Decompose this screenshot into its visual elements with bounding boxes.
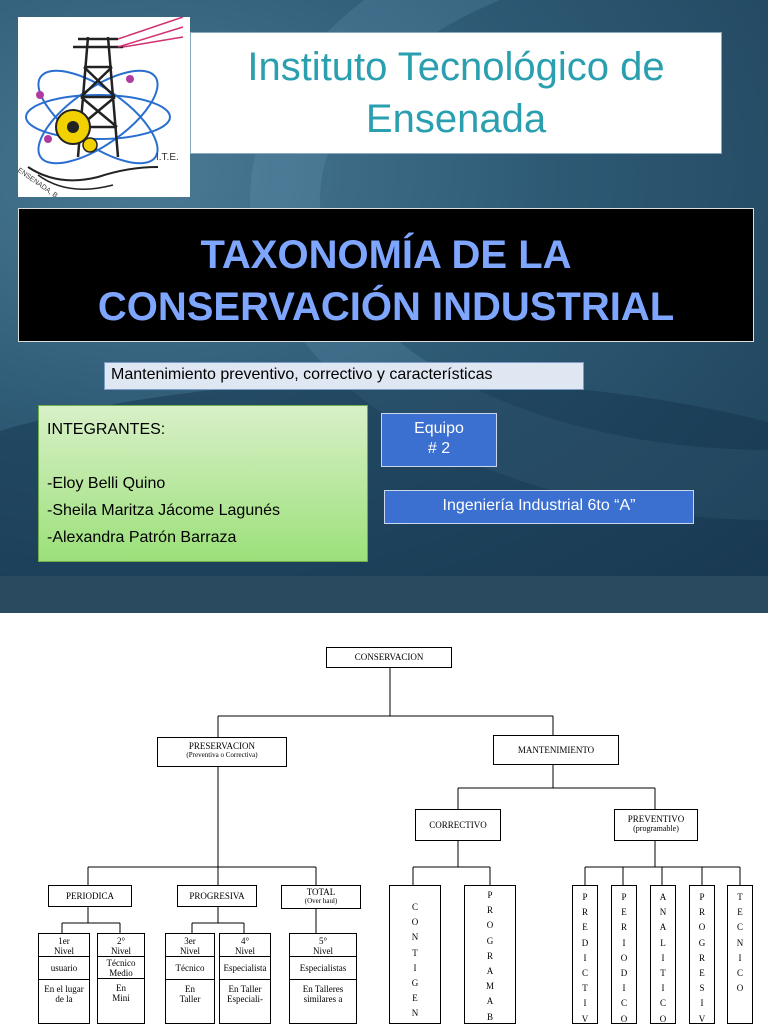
vertical-contingencia-text: C O N T I G E N bbox=[411, 902, 419, 1019]
level-2-place1: En bbox=[98, 978, 144, 993]
vertical-periodico-text: P E R I O D I C O bbox=[620, 892, 628, 1024]
node-preventivo-label: PREVENTIVO bbox=[627, 814, 685, 824]
main-heading-line1: TAXONOMÍA DE LA bbox=[200, 233, 572, 277]
title-box: Instituto Tecnológico de Ensenada bbox=[190, 32, 722, 154]
node-conservacion: CONSERVACION bbox=[326, 647, 452, 668]
level-4-place1: En Taller bbox=[220, 979, 270, 994]
members-title: INTEGRANTES: bbox=[47, 421, 166, 438]
vertical-programable: P R O G R A M A B bbox=[464, 885, 516, 1024]
logo-label: I.T.E. bbox=[156, 152, 179, 163]
main-heading-line2: CONSERVACIÓN INDUSTRIAL bbox=[97, 285, 675, 329]
level-1-place2: de la bbox=[55, 994, 73, 1004]
member-3: -Alexandra Patrón Barraza bbox=[47, 529, 237, 546]
level-5-cell: 5° Nivel Especialistas En Talleres simil… bbox=[289, 933, 357, 1024]
diagram-connectors bbox=[61, 668, 741, 933]
taxonomy-diagram: CONSERVACION PRESERVACION (Preventiva o … bbox=[0, 613, 768, 1024]
level-4-place2: Especiali- bbox=[227, 994, 263, 1004]
level-5-l1: 5° bbox=[318, 936, 328, 946]
level-3-role: Técnico bbox=[166, 956, 214, 979]
node-correctivo-label: CORRECTIVO bbox=[429, 820, 487, 830]
node-preservacion: PRESERVACION (Preventiva o Correctiva) bbox=[157, 737, 287, 767]
level-5-place1: En Talleres bbox=[290, 979, 356, 994]
level-4-role: Especialista bbox=[220, 956, 270, 979]
level-1-place1: En el lugar bbox=[39, 979, 89, 994]
main-heading: TAXONOMÍA DE LA CONSERVACIÓN INDUSTRIAL bbox=[19, 229, 753, 333]
node-total-sub: (Over haul) bbox=[304, 897, 338, 905]
vertical-predictivo: P R E D I C T I V bbox=[572, 885, 598, 1024]
level-2-role2: Medio bbox=[109, 968, 133, 978]
logo-graphic bbox=[25, 17, 184, 190]
node-total-label: TOTAL bbox=[306, 887, 336, 897]
career-label: Ingeniería Industrial 6to “A” bbox=[442, 497, 636, 514]
institute-title: Instituto Tecnológico de Ensenada bbox=[247, 45, 665, 141]
team-box: Equipo # 2 bbox=[381, 413, 497, 467]
node-total: TOTAL (Over haul) bbox=[281, 885, 361, 909]
node-progresiva: PROGRESIVA bbox=[177, 885, 257, 907]
vertical-predictivo-text: P R E D I C T I V bbox=[581, 892, 589, 1024]
vertical-progresivo-text: P R O G R E S I V bbox=[698, 892, 706, 1024]
level-1-l2: Nivel bbox=[54, 946, 74, 956]
node-preventivo: PREVENTIVO (programable) bbox=[614, 809, 698, 841]
node-mantenimiento-label: MANTENIMIENTO bbox=[517, 745, 595, 755]
level-4-cell: 4° Nivel Especialista En Taller Especial… bbox=[219, 933, 271, 1024]
node-preservacion-label: PRESERVACION bbox=[188, 741, 256, 751]
level-1-cell: 1er Nivel usuario En el lugar de la bbox=[38, 933, 90, 1024]
team-label-line1: Equipo bbox=[414, 420, 464, 437]
subtitle-box: Mantenimiento preventivo, correctivo y c… bbox=[104, 362, 584, 390]
node-conservacion-label: CONSERVACION bbox=[354, 652, 424, 662]
node-periodica-label: PERIODICA bbox=[65, 891, 114, 901]
members-box: INTEGRANTES: -Eloy Belli Quino -Sheila M… bbox=[38, 405, 368, 562]
node-mantenimiento: MANTENIMIENTO bbox=[493, 735, 619, 765]
heading-box: TAXONOMÍA DE LA CONSERVACIÓN INDUSTRIAL bbox=[18, 208, 754, 342]
level-2-cell: 2° Nivel Técnico Medio En Mini bbox=[97, 933, 145, 1024]
vertical-contingencia: C O N T I G E N bbox=[389, 885, 441, 1024]
title-slide: I.T.E. ENSENADA, B. C. Instituto Tecnoló… bbox=[0, 0, 768, 576]
level-5-l2: Nivel bbox=[313, 946, 333, 956]
level-5-place2: similares a bbox=[303, 994, 343, 1004]
career-box: Ingeniería Industrial 6to “A” bbox=[384, 490, 694, 524]
level-3-cell: 3er Nivel Técnico En Taller bbox=[165, 933, 215, 1024]
level-2-l1: 2° bbox=[116, 936, 126, 946]
level-3-l1: 3er bbox=[184, 936, 196, 946]
level-3-place2: Taller bbox=[179, 994, 201, 1004]
member-1: -Eloy Belli Quino bbox=[47, 475, 166, 492]
vertical-progresivo: P R O G R E S I V bbox=[689, 885, 715, 1024]
node-preservacion-sub: (Preventiva o Correctiva) bbox=[186, 751, 258, 759]
vertical-analitico: A N A L I T I C O bbox=[650, 885, 676, 1024]
level-2-role1: Técnico bbox=[98, 956, 144, 968]
node-progresiva-label: PROGRESIVA bbox=[189, 891, 245, 901]
node-correctivo: CORRECTIVO bbox=[415, 809, 501, 841]
level-3-place1: En bbox=[166, 979, 214, 994]
vertical-programable-text: P R O G R A M A B bbox=[485, 890, 494, 1022]
vertical-tecnico-text: T E C N I C O bbox=[736, 892, 744, 994]
level-4-l1: 4° bbox=[240, 936, 250, 946]
institute-logo: I.T.E. ENSENADA, B. C. bbox=[18, 17, 190, 197]
level-2-l2: Nivel bbox=[111, 946, 131, 956]
level-4-l2: Nivel bbox=[235, 946, 255, 956]
level-1-l1: 1er bbox=[58, 936, 70, 946]
level-1-role: usuario bbox=[39, 956, 89, 979]
level-3-l2: Nivel bbox=[180, 946, 200, 956]
vertical-tecnico: T E C N I C O bbox=[727, 885, 753, 1024]
vertical-analitico-text: A N A L I T I C O bbox=[659, 892, 667, 1024]
level-5-role: Especialistas bbox=[290, 956, 356, 979]
node-periodica: PERIODICA bbox=[48, 885, 132, 907]
level-2-place2: Mini bbox=[112, 993, 130, 1003]
subtitle: Mantenimiento preventivo, correctivo y c… bbox=[111, 366, 493, 383]
team-label-line2: # 2 bbox=[427, 440, 451, 457]
vertical-periodico: P E R I O D I C O bbox=[611, 885, 637, 1024]
member-2: -Sheila Maritza Jácome Lagunés bbox=[47, 502, 281, 519]
node-preventivo-sub: (programable) bbox=[633, 824, 679, 833]
